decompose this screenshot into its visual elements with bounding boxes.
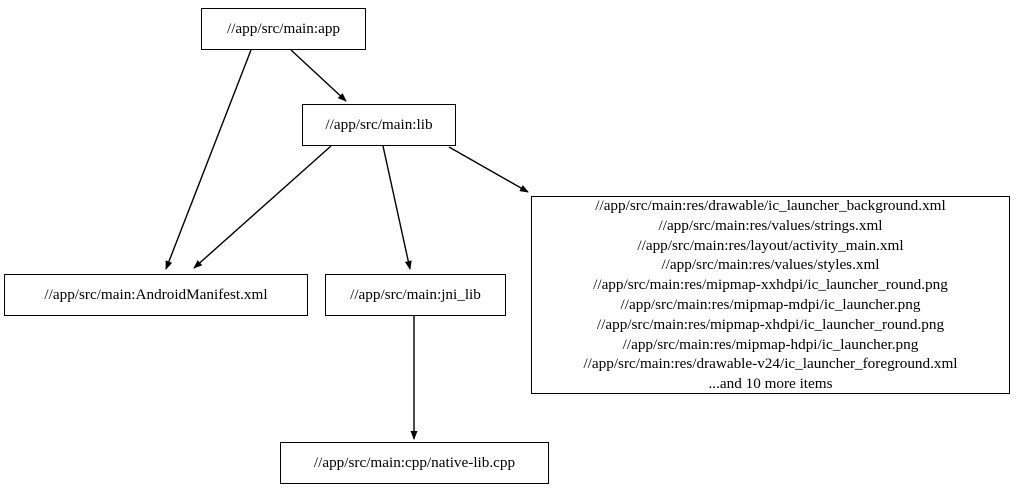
node-app-label: //app/src/main:app xyxy=(226,20,341,38)
edge-app-to-androidmanifest xyxy=(165,49,252,270)
node-lib[interactable]: //app/src/main:lib xyxy=(302,104,456,146)
node-androidmanifest[interactable]: //app/src/main:AndroidManifest.xml xyxy=(4,274,308,316)
edge-lib-to-resources xyxy=(448,146,529,193)
node-androidmanifest-label: //app/src/main:AndroidManifest.xml xyxy=(44,286,268,304)
node-resources-label: //app/src/main:res/drawable/ic_launcher_… xyxy=(583,197,958,393)
node-jni-lib-label: //app/src/main:jni_lib xyxy=(350,286,481,304)
edge-lib-to-androidmanifest xyxy=(193,145,332,269)
node-app[interactable]: //app/src/main:app xyxy=(201,8,366,50)
edge-app-to-lib xyxy=(290,49,347,102)
node-jni-lib[interactable]: //app/src/main:jni_lib xyxy=(325,274,506,316)
node-cpp-native-lib-label: //app/src/main:cpp/native-lib.cpp xyxy=(313,454,516,472)
node-cpp-native-lib[interactable]: //app/src/main:cpp/native-lib.cpp xyxy=(280,442,549,484)
node-lib-label: //app/src/main:lib xyxy=(325,116,433,134)
edge-lib-to-jni-lib xyxy=(382,145,412,270)
node-resources[interactable]: //app/src/main:res/drawable/ic_launcher_… xyxy=(531,196,1010,394)
